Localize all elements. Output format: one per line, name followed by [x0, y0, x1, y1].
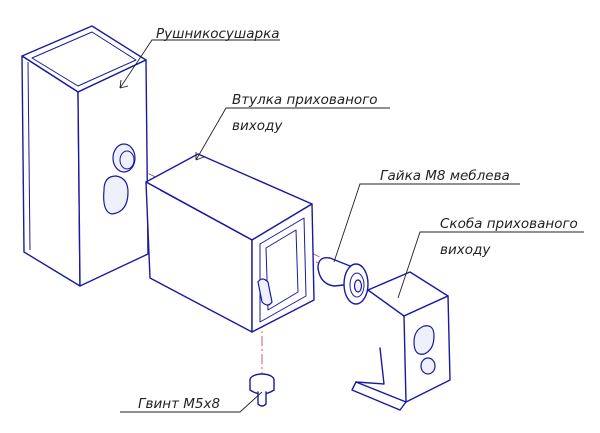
- callout-labels: Рушникосушарка Втулка прихованого виходу…: [138, 26, 578, 412]
- towel-dryer-tube: [21, 25, 149, 287]
- label-towel-dryer: Рушникосушарка: [156, 26, 280, 42]
- hidden-bracket: [351, 271, 451, 411]
- label-furniture-nut: Гайка М8 меблева: [380, 168, 510, 184]
- screw-m5x8: [249, 373, 275, 407]
- label-hidden-bracket-line2: виходу: [440, 242, 491, 258]
- label-hidden-sleeve-line2: виходу: [232, 118, 283, 134]
- label-screw: Гвинт М5х8: [138, 396, 220, 412]
- label-hidden-sleeve-line1: Втулка прихованого: [232, 92, 378, 108]
- leader-lines: [119, 39, 584, 413]
- hidden-sleeve: [145, 153, 315, 333]
- label-hidden-bracket-line1: Скоба прихованого: [440, 216, 578, 232]
- furniture-nut: [317, 257, 369, 305]
